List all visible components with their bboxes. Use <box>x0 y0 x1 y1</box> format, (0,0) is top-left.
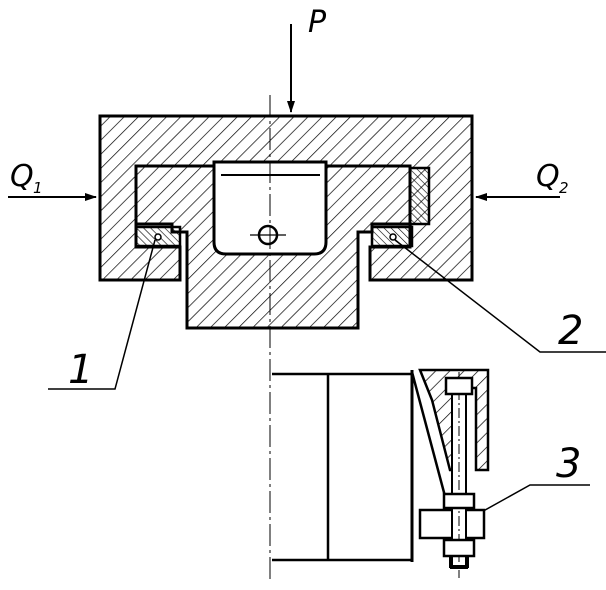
side-shim <box>408 166 431 226</box>
sensor-point-1 <box>154 233 162 241</box>
force-q1-label: Q <box>10 159 34 194</box>
force-q2-subscript: 2 <box>559 179 569 197</box>
sensor-point-2 <box>389 233 397 241</box>
force-q1-subscript: 1 <box>33 179 43 197</box>
nut-lower <box>442 538 476 558</box>
bolt-head-top <box>444 376 474 396</box>
force-p-label: P <box>308 5 327 40</box>
force-q2-label: Q <box>536 159 560 194</box>
part-number-2: 2 <box>558 308 583 354</box>
wedge-slope-line <box>410 371 448 501</box>
nut-upper <box>442 492 476 510</box>
part-number-3: 3 <box>556 441 581 487</box>
part-number-1: 1 <box>68 347 93 393</box>
leader-1 <box>48 239 156 390</box>
leader-2 <box>394 239 606 353</box>
